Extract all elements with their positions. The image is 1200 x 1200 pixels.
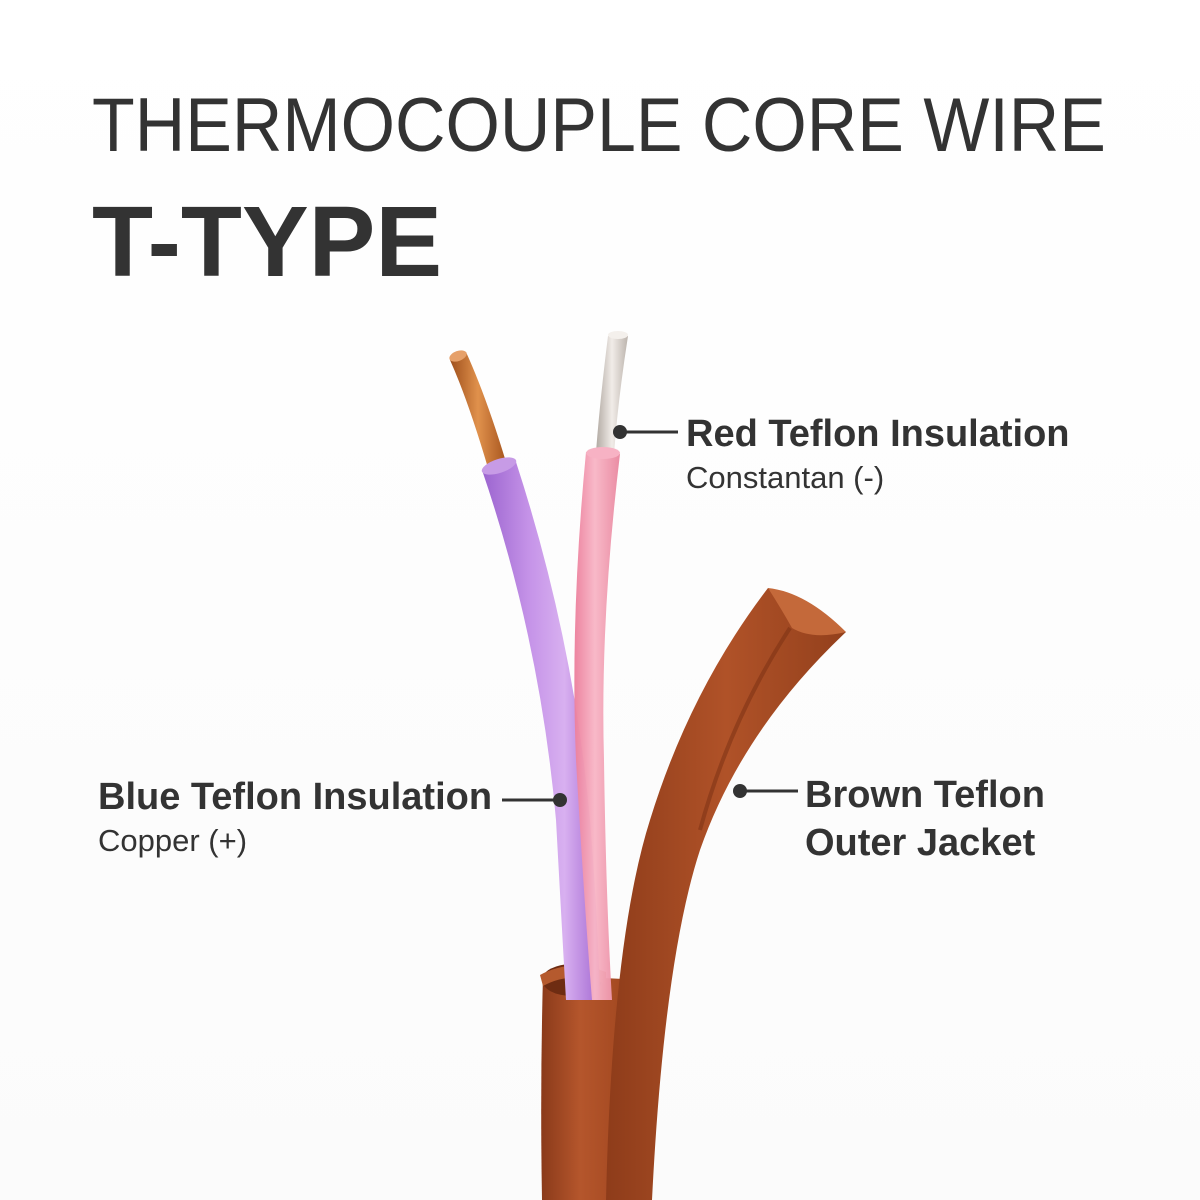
jacket-flap xyxy=(606,588,846,1200)
red-insulation-label: Red Teflon Insulation xyxy=(686,413,1070,455)
copper-conductor xyxy=(450,352,506,468)
red-callout-dot xyxy=(613,425,627,439)
red-insulation-sublabel: Constantan (-) xyxy=(686,460,885,495)
red-insulation-callout: Red Teflon Insulation Constantan (-) xyxy=(686,410,1070,498)
outer-jacket-callout: Brown Teflon Outer Jacket xyxy=(805,771,1045,867)
blue-insulation-label: Blue Teflon Insulation xyxy=(98,776,493,818)
brown-callout-dot xyxy=(733,784,747,798)
page-subtitle: T-TYPE xyxy=(92,186,443,298)
blue-callout-dot xyxy=(553,793,567,807)
outer-jacket-label-line2: Outer Jacket xyxy=(805,822,1036,864)
outer-jacket-label-line1: Brown Teflon xyxy=(805,774,1045,816)
blue-insulation-sublabel: Copper (+) xyxy=(98,823,248,858)
blue-insulation-callout: Blue Teflon Insulation Copper (+) xyxy=(98,773,492,861)
blue-insulation-wire xyxy=(482,462,600,1000)
constantan-conductor xyxy=(596,336,628,454)
page-title: THERMOCOUPLE CORE WIRE xyxy=(92,83,1106,168)
red-insulation-wire xyxy=(574,452,620,1000)
